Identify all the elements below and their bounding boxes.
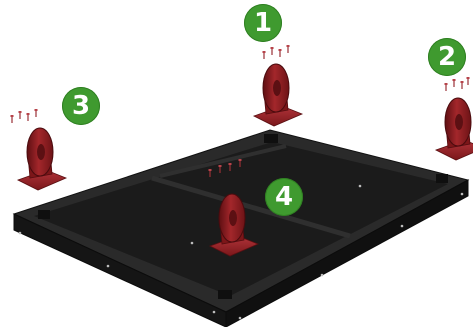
screw-icon	[263, 45, 290, 59]
caster-wheel-icon	[18, 128, 66, 190]
step-badge-3: 3	[62, 87, 100, 125]
step-badge-1: 1	[244, 4, 282, 42]
step-badge-2: 2	[428, 38, 466, 76]
caster-wheel-icon	[436, 98, 473, 160]
screw-icon	[11, 109, 38, 123]
screw-icon	[445, 77, 470, 91]
caster-wheel-icon	[254, 64, 302, 126]
step-badge-4: 4	[265, 178, 303, 216]
